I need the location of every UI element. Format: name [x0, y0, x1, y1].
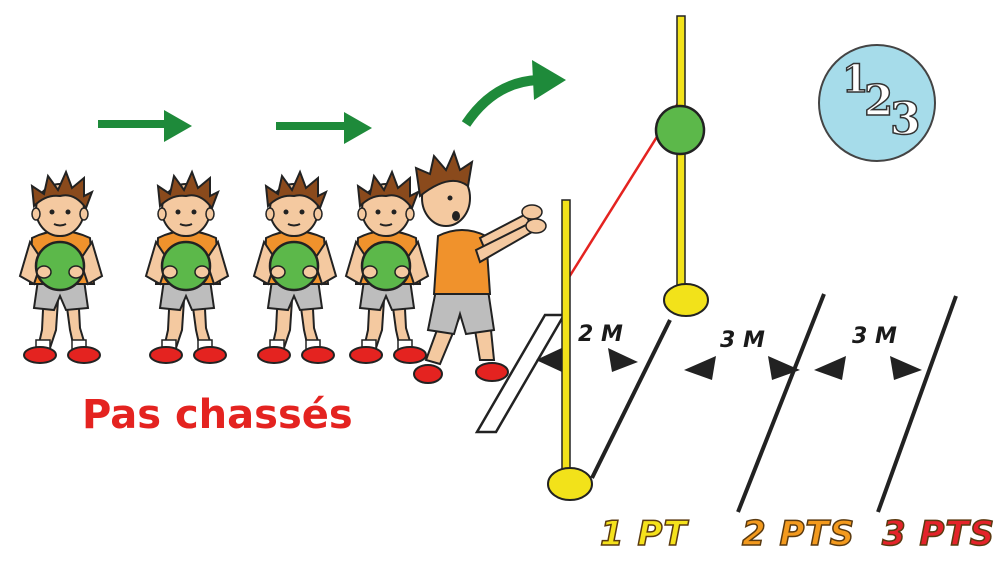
pole-front	[547, 199, 593, 501]
arrow-curved-icon	[461, 60, 566, 127]
badge-digit-1: 1	[841, 55, 869, 102]
ground-line-3	[876, 295, 958, 513]
arrow-right-icon	[276, 112, 372, 144]
badge-digit-2: 2	[863, 75, 894, 126]
distance-arrow	[536, 346, 922, 380]
difficulty-badge: 1 2 3	[818, 44, 936, 162]
ball-on-pole	[654, 104, 706, 156]
distance-label: 3 M	[852, 324, 897, 349]
badge-digit-3: 3	[889, 93, 921, 146]
ground-line-2	[736, 293, 826, 513]
distance-label: 3 M	[720, 328, 765, 353]
ground-line-1	[590, 319, 672, 479]
score-label-1: 1 PT	[599, 513, 688, 555]
arrow-right-icon	[98, 110, 192, 142]
kid-throwing-figure	[413, 149, 547, 384]
distance-label: 2 M	[578, 322, 623, 347]
score-label-2: 2 PTS	[741, 513, 856, 555]
score-label-3: 3 PTS	[881, 513, 996, 555]
exercise-title: Pas chassés	[82, 392, 353, 438]
kid-figure	[18, 170, 104, 365]
kid-figure	[252, 170, 338, 365]
kid-figure	[344, 170, 430, 365]
throw-zone-marker	[474, 313, 567, 434]
kid-figure	[144, 170, 230, 365]
pole-back	[663, 15, 709, 317]
